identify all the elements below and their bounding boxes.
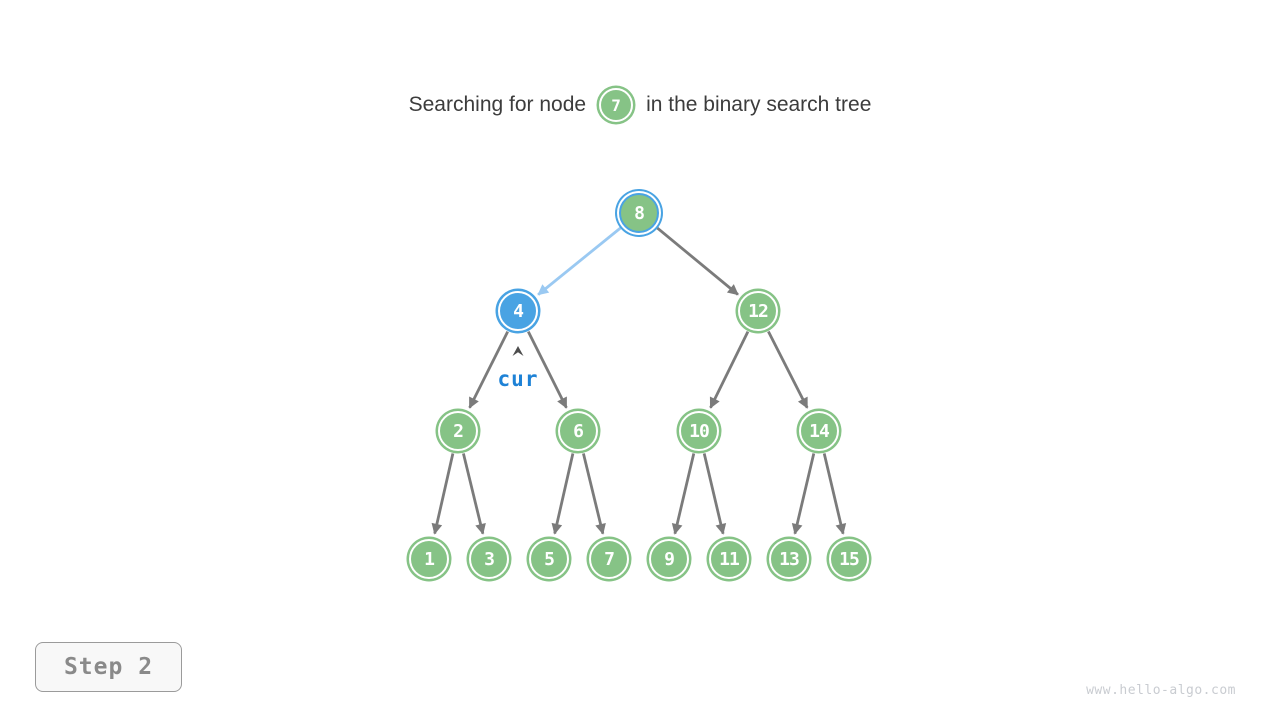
- tree-edge-10-9: [671, 453, 696, 535]
- title-prefix: Searching for node: [408, 93, 587, 116]
- cur-pointer-label: cur: [497, 367, 539, 391]
- tree-node-2: 2: [438, 411, 478, 451]
- diagram-title: Searching for node 7 in the binary searc…: [0, 88, 1280, 122]
- tree-node-14: 14: [799, 411, 839, 451]
- watermark: www.hello-algo.com: [1086, 683, 1236, 698]
- tree-node-12: 12: [738, 291, 778, 331]
- tree-edge-2-3: [462, 453, 486, 535]
- tree-edge-6-7: [582, 453, 606, 535]
- cur-pointer-arrow-icon: [512, 346, 524, 356]
- tree-edge-8-4: [537, 226, 622, 296]
- tree-node-4: 4: [498, 291, 538, 331]
- tree-node-6: 6: [558, 411, 598, 451]
- tree-edge-12-10: [709, 330, 750, 409]
- tree-node-9: 9: [649, 539, 689, 579]
- tree-edge-6-5: [551, 453, 575, 535]
- tree-node-11: 11: [709, 539, 749, 579]
- tree-edge-14-13: [791, 453, 816, 535]
- tree-node-15: 15: [829, 539, 869, 579]
- tree-edge-2-1: [431, 453, 455, 535]
- tree-node-5: 5: [529, 539, 569, 579]
- step-badge: Step 2: [35, 642, 182, 692]
- tree-edge-14-15: [822, 453, 847, 535]
- tree-node-7: 7: [589, 539, 629, 579]
- tree-node-3: 3: [469, 539, 509, 579]
- tree-node-8: 8: [619, 193, 659, 233]
- tree-node-13: 13: [769, 539, 809, 579]
- tree-edge-12-14: [767, 330, 809, 409]
- step-badge-label: Step 2: [63, 654, 154, 680]
- tree-edge-10-11: [702, 453, 727, 535]
- tree-node-10: 10: [679, 411, 719, 451]
- tree-edge-4-2: [468, 330, 509, 409]
- tree-node-1: 1: [409, 539, 449, 579]
- tree-edge-8-12: [655, 226, 739, 296]
- target-node-badge: 7: [599, 88, 634, 122]
- tree-edge-4-6: [527, 330, 568, 409]
- title-suffix: in the binary search tree: [646, 93, 872, 116]
